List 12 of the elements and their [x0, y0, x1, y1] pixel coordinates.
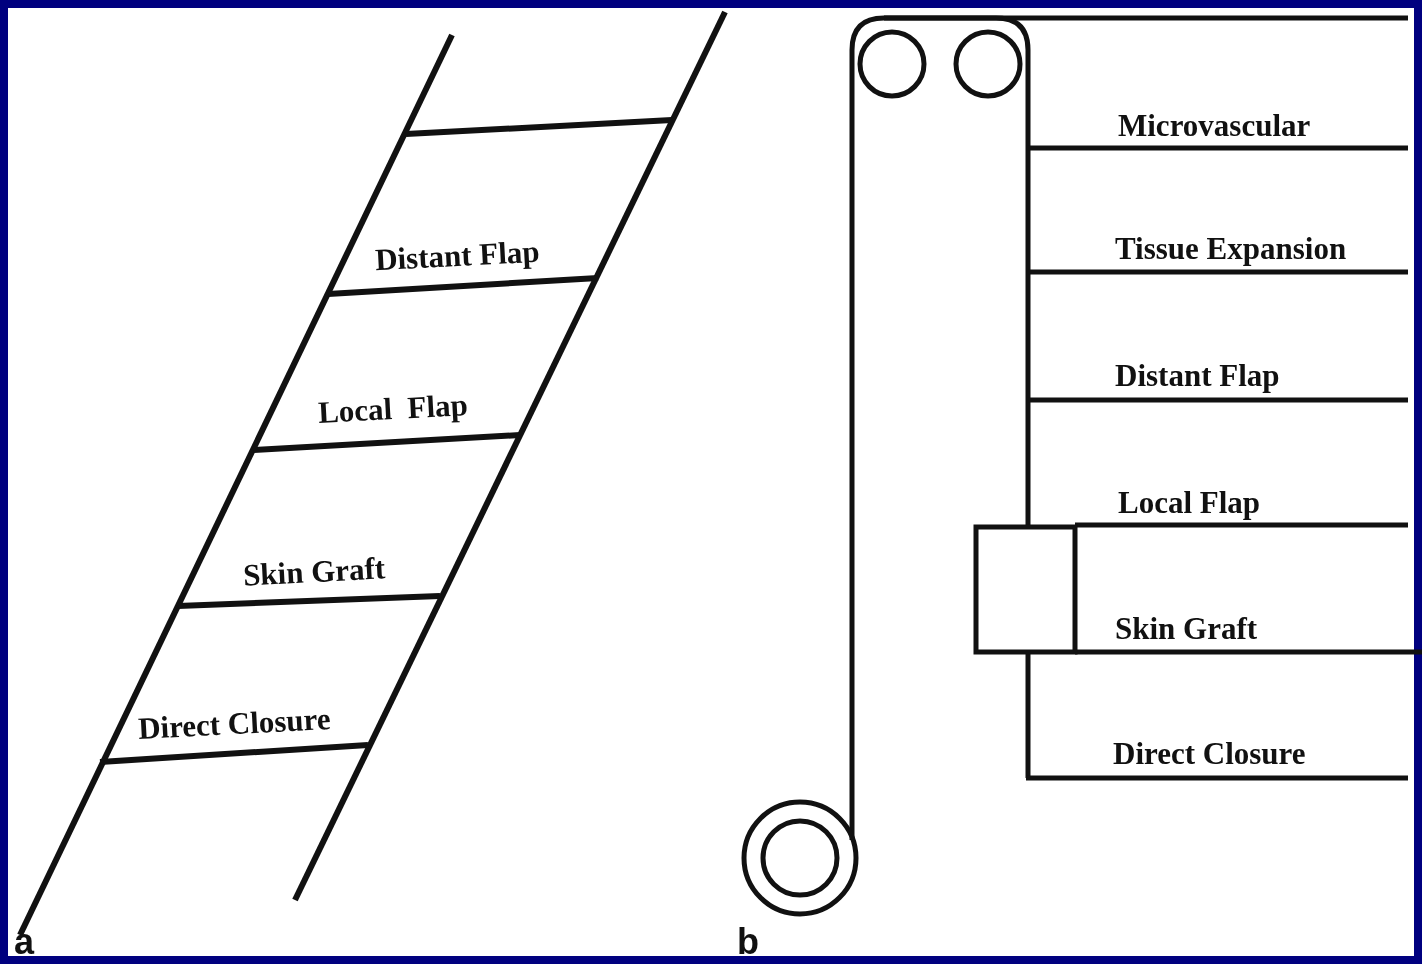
- rung-label: Local Flap: [317, 389, 469, 428]
- rung-label: Skin Graft: [242, 552, 386, 591]
- floor-label: Tissue Expansion: [1115, 233, 1347, 264]
- floor-label: Microvascular: [1118, 110, 1311, 141]
- floor-label: Direct Closure: [1113, 738, 1306, 769]
- floor-label: Skin Graft: [1115, 613, 1258, 644]
- rung-label: Distant Flap: [374, 235, 541, 276]
- panel-letter: b: [737, 924, 759, 960]
- floor-label: Distant Flap: [1115, 360, 1280, 391]
- panel-letter: a: [14, 924, 35, 960]
- rung-label: Direct Closure: [137, 703, 332, 744]
- floor-label: Local Flap: [1118, 487, 1261, 518]
